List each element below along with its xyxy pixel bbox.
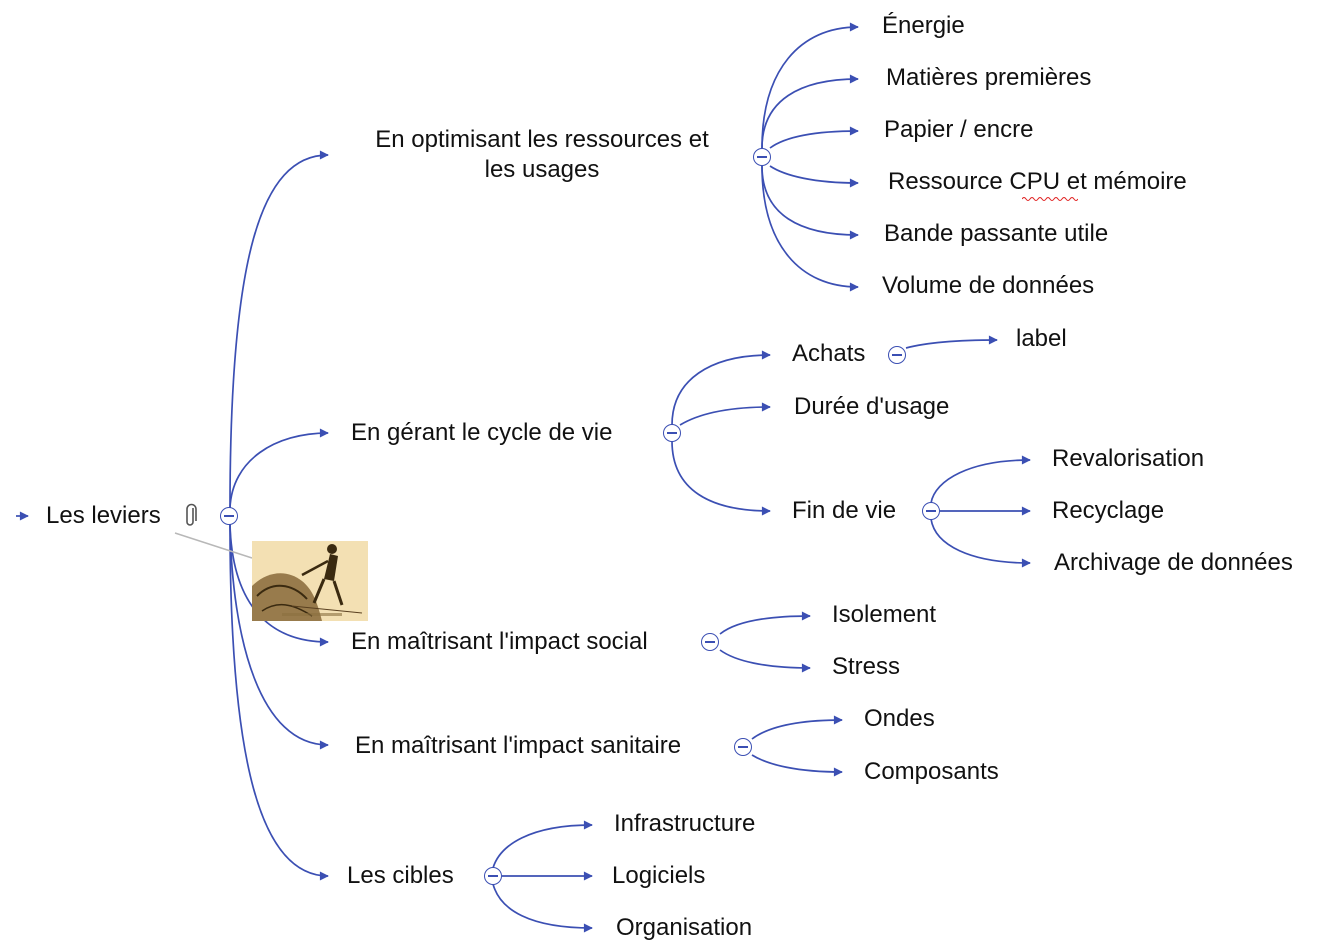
node-bande-passante[interactable]: Bande passante utile [884, 220, 1109, 247]
link-volume [761, 165, 859, 292]
link-papier [769, 126, 859, 149]
node-isolement[interactable]: Isolement [832, 601, 937, 628]
spellcheck-underline [1022, 197, 1078, 201]
node-composants[interactable]: Composants [864, 758, 999, 785]
collapse-toggle-fin-de-vie[interactable] [922, 502, 940, 520]
node-ressource-cpu[interactable]: Ressource CPU et mémoire [888, 168, 1187, 195]
link-root-sanitaire [229, 523, 329, 750]
node-fin-de-vie[interactable]: Fin de vie [792, 497, 897, 524]
node-papier-encre[interactable]: Papier / encre [884, 116, 1034, 143]
collapse-toggle-sanitaire[interactable] [734, 738, 752, 756]
link-energie [761, 22, 859, 149]
link-matieres [761, 74, 859, 149]
engraving-picture-icon[interactable] [252, 541, 368, 621]
link-organisation [492, 883, 593, 933]
node-ressources-usages[interactable]: En optimisant les ressources et les usag… [346, 125, 738, 185]
node-logiciels[interactable]: Logiciels [612, 862, 706, 889]
node-impact-social[interactable]: En maîtrisant l'impact social [351, 628, 648, 655]
node-ressources-line2: les usages [484, 156, 600, 183]
link-ondes [751, 715, 843, 740]
link-isolement [719, 611, 811, 635]
link-duree [679, 402, 771, 426]
node-cycle-de-vie[interactable]: En gérant le cycle de vie [351, 419, 613, 446]
node-energie[interactable]: Énergie [882, 12, 965, 39]
link-bande [761, 165, 859, 240]
node-duree-usage[interactable]: Durée d'usage [794, 393, 950, 420]
link-composants [751, 754, 843, 777]
collapse-toggle-root[interactable] [220, 507, 238, 525]
collapse-toggle-achats[interactable] [888, 346, 906, 364]
link-label [905, 335, 998, 349]
node-ondes[interactable]: Ondes [864, 705, 935, 732]
node-archivage-donnees[interactable]: Archivage de données [1054, 549, 1293, 576]
node-revalorisation[interactable]: Revalorisation [1052, 445, 1205, 472]
root-node-label[interactable]: Les leviers [46, 502, 161, 529]
link-archivage [930, 518, 1031, 568]
link-stress [719, 649, 811, 673]
image-connector-line [174, 532, 253, 559]
link-achats [671, 350, 771, 426]
link-revalorisation [930, 455, 1031, 504]
node-recyclage[interactable]: Recyclage [1052, 497, 1165, 524]
link-root-cycle [229, 428, 329, 509]
collapse-toggle-social[interactable] [701, 633, 719, 651]
node-matieres-premieres[interactable]: Matières premières [886, 64, 1092, 91]
link-root-cibles [229, 523, 329, 881]
collapse-toggle-ressources[interactable] [753, 148, 771, 166]
link-infrastructure [492, 820, 593, 869]
node-stress[interactable]: Stress [832, 653, 901, 680]
node-volume-donnees[interactable]: Volume de données [882, 272, 1095, 299]
node-organisation[interactable]: Organisation [616, 914, 753, 941]
node-les-cibles[interactable]: Les cibles [347, 862, 454, 889]
collapse-toggle-cycle[interactable] [663, 424, 681, 442]
link-root-ressources [229, 150, 329, 509]
link-fin [671, 440, 771, 516]
collapse-toggle-cibles[interactable] [484, 867, 502, 885]
node-infrastructure[interactable]: Infrastructure [614, 810, 756, 837]
node-label[interactable]: label [1016, 325, 1067, 352]
node-ressources-line1: En optimisant les ressources et [375, 126, 709, 153]
node-impact-sanitaire[interactable]: En maîtrisant l'impact sanitaire [355, 732, 682, 759]
paperclip-icon[interactable] [184, 503, 198, 529]
link-cpu [769, 165, 859, 188]
node-achats[interactable]: Achats [792, 340, 866, 367]
